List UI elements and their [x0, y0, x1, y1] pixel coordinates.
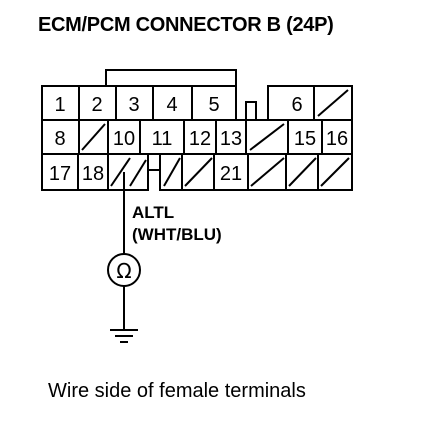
ohm-symbol: Ω: [116, 259, 131, 283]
wire-color-label: (WHT/BLU): [132, 225, 222, 244]
pin-17: 17: [49, 163, 71, 185]
pin-4: 4: [166, 94, 177, 116]
ground-icon: [110, 329, 138, 343]
pin-8: 8: [54, 128, 65, 150]
connector-row-1: 1 2 3 4 5 6: [41, 85, 353, 121]
pin-12: 12: [189, 128, 211, 150]
pin-15: 15: [294, 128, 316, 150]
connector-row-2: 8 10 11 12 13 15 16: [41, 119, 353, 155]
pin-10: 10: [113, 128, 135, 150]
pin-3: 3: [128, 94, 139, 116]
ohmmeter-icon: Ω: [107, 253, 141, 287]
pin-16: 16: [326, 128, 348, 150]
pin-6: 6: [291, 94, 302, 116]
diagram-caption: Wire side of female terminals: [48, 380, 306, 402]
wire-name-label: ALTL: [132, 203, 174, 222]
pin-5: 5: [208, 94, 219, 116]
connector-latch: [105, 69, 237, 86]
pin-21: 21: [220, 163, 242, 185]
pin-18: 18: [82, 163, 104, 185]
diagram-title: ECM/PCM CONNECTOR B (24P): [38, 14, 334, 36]
pin-2: 2: [91, 94, 102, 116]
pin-13: 13: [220, 128, 242, 150]
pin-11: 11: [152, 128, 173, 150]
connector-row-3: 17 18 21: [41, 154, 353, 191]
pin-1: 1: [54, 94, 65, 116]
